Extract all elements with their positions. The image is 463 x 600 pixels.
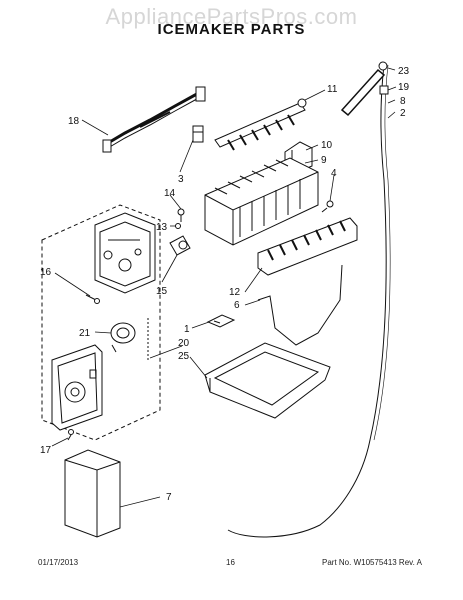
callout-17: 17 (40, 445, 52, 456)
part-screw-16 (85, 294, 100, 304)
footer-part-number: Part No. W10575413 Rev. A (322, 558, 422, 567)
footer-page-number: 16 (226, 558, 235, 567)
callout-6: 6 (234, 300, 240, 311)
part-plate (206, 314, 236, 328)
callout-19: 19 (398, 82, 410, 93)
footer-date: 01/17/2013 (38, 558, 79, 567)
part-screw-13 (175, 223, 181, 229)
part-cover (64, 449, 121, 538)
part-control-module (94, 212, 156, 294)
callout-15: 15 (156, 286, 168, 297)
callout-12: 12 (229, 287, 241, 298)
callout-20: 20 (178, 338, 190, 349)
part-gear-housing (51, 344, 103, 431)
page-title: ICEMAKER PARTS (157, 21, 306, 38)
callout-16: 16 (40, 267, 52, 278)
part-fill-cup (340, 61, 388, 117)
callout-3: 3 (178, 174, 184, 185)
callout-18: 18 (68, 116, 80, 127)
callout-10: 10 (321, 140, 333, 151)
part-clamp (379, 85, 389, 95)
callout-1: 1 (184, 324, 190, 335)
callout-11: 11 (327, 84, 338, 95)
callout-21: 21 (79, 328, 91, 339)
callout-4: 4 (331, 168, 337, 179)
part-shutoff-arm (257, 264, 343, 346)
callout-9: 9 (321, 155, 327, 166)
part-ejector (214, 98, 307, 151)
leader-lines (51, 67, 397, 508)
callout-14: 14 (164, 188, 176, 199)
part-shaft (169, 235, 191, 256)
part-clip (192, 125, 204, 143)
callout-25: 25 (178, 351, 190, 362)
callout-13: 13 (156, 222, 168, 233)
callout-7: 7 (166, 492, 172, 503)
part-screw-17 (67, 429, 74, 441)
part-screw-4 (321, 200, 334, 213)
part-screw-14 (177, 208, 185, 222)
watermark: AppliancePartsPros.com (105, 4, 358, 29)
part-wire-harness (102, 86, 206, 153)
part-ice-bin (204, 342, 331, 419)
callout-2: 2 (400, 108, 406, 119)
part-fill-tube (227, 64, 387, 538)
part-stripper (257, 217, 358, 276)
module-boundary (41, 204, 161, 441)
callout-8: 8 (400, 96, 406, 107)
callout-23: 23 (398, 66, 410, 77)
part-motor (110, 322, 136, 353)
part-ice-mold (204, 157, 319, 246)
